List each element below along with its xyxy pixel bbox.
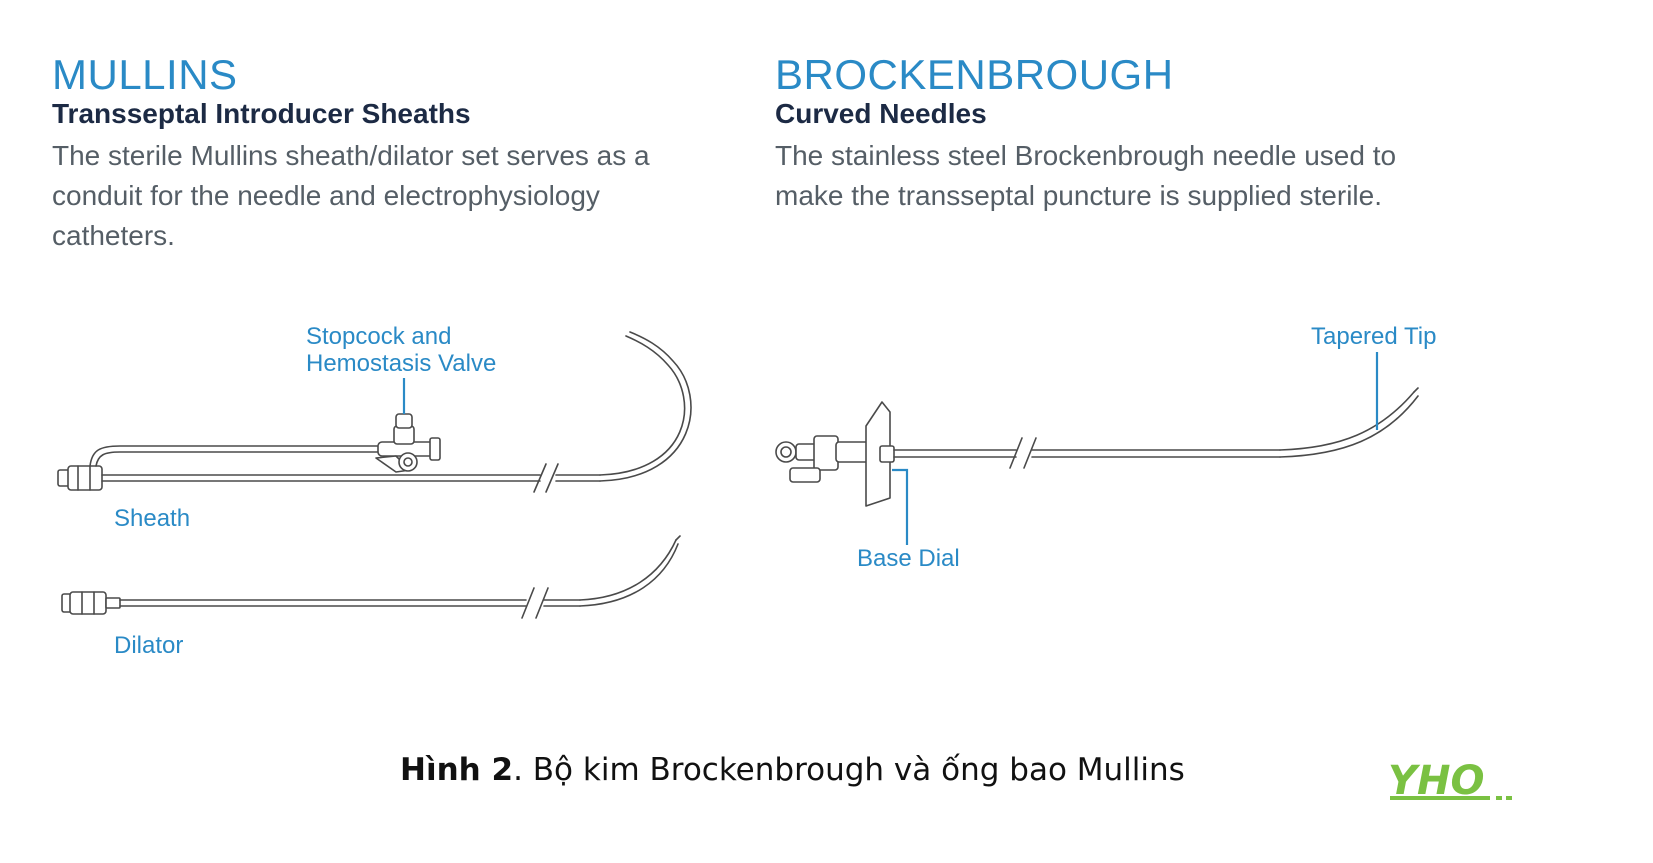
mullins-description: The sterile Mullins sheath/dilator set s… xyxy=(52,140,650,251)
yho-logo-mark: YHO xyxy=(1388,758,1512,804)
sheath-drawing xyxy=(57,331,692,493)
figure-caption: Hình 2. Bộ kim Brockenbrough và ống bao … xyxy=(400,752,1185,788)
dilator-drawing xyxy=(61,535,681,619)
tapered-tip-label: Tapered Tip xyxy=(1311,323,1437,350)
brockenbrough-title: BROCKENBROUGH xyxy=(775,51,1174,98)
base-dial-label: Base Dial xyxy=(857,545,960,572)
yho-logo: YHO xyxy=(1386,756,1518,806)
sheath-label: Sheath xyxy=(114,505,191,532)
needle-drawing xyxy=(775,387,1419,507)
caption-figure-number: Hình 2 xyxy=(400,752,514,788)
stopcock-label-line1: Stopcock and xyxy=(306,323,452,350)
caption-text: . Bộ kim Brockenbrough và ống bao Mullin… xyxy=(513,752,1185,788)
brockenbrough-subtitle: Curved Needles xyxy=(775,98,987,129)
stopcock-label-line2: Hemostasis Valve xyxy=(306,350,497,377)
mullins-title: MULLINS xyxy=(52,51,238,98)
dilator-label: Dilator xyxy=(114,632,184,659)
mullins-subtitle: Transseptal Introducer Sheaths xyxy=(52,98,471,129)
brockenbrough-description: The stainless steel Brockenbrough needle… xyxy=(775,140,1397,211)
